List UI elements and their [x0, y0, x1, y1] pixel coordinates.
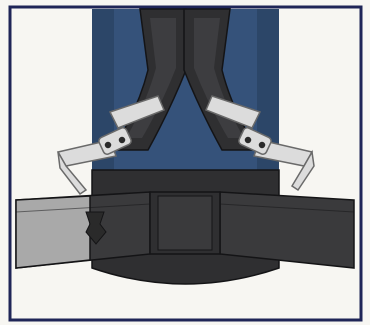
left-hip-belt-wing — [16, 192, 150, 268]
hip-belt-center-panel — [150, 192, 220, 254]
right-hip-belt-wing — [220, 192, 354, 268]
